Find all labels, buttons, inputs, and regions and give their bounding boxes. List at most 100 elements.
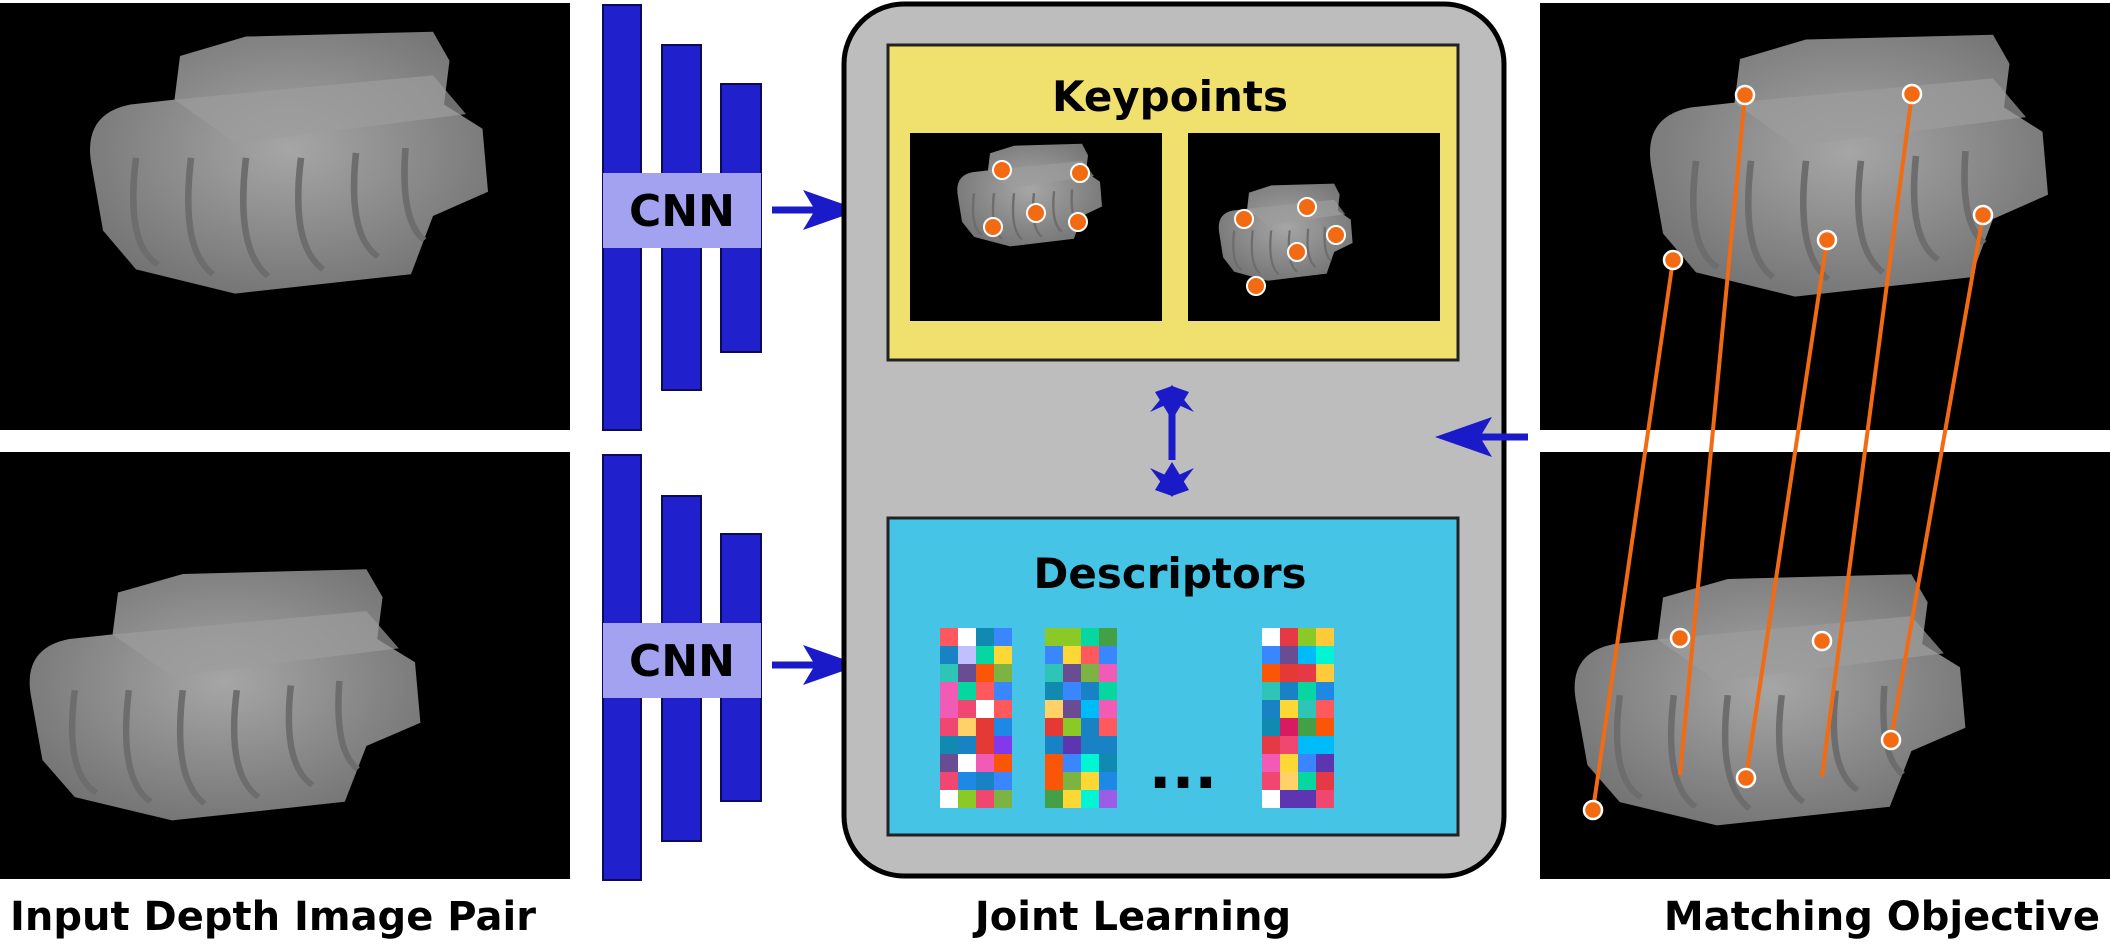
descriptor-cell — [1081, 682, 1099, 700]
descriptor-cell — [958, 664, 976, 682]
descriptor-grid — [1262, 628, 1334, 808]
keypoint-dot — [983, 217, 1003, 237]
keypoint-dot — [1901, 83, 1923, 105]
descriptor-cell — [976, 790, 994, 808]
keypoint-dot — [1669, 627, 1691, 649]
match-line — [1678, 94, 1747, 776]
input-depth-image-bottom — [0, 452, 570, 879]
descriptor-cell — [1262, 646, 1280, 664]
match-lines — [1591, 93, 1985, 811]
descriptor-cell — [1099, 772, 1117, 790]
descriptor-cell — [1045, 664, 1063, 682]
keypoint-dot — [1880, 729, 1902, 751]
descriptor-cell — [1280, 754, 1298, 772]
descriptor-cell — [1262, 664, 1280, 682]
descriptor-cell — [1280, 682, 1298, 700]
match-points — [1582, 83, 1994, 821]
descriptor-cell — [1262, 682, 1280, 700]
descriptor-cell — [958, 700, 976, 718]
keypoint-dot — [1234, 209, 1254, 229]
match-line — [1591, 259, 1675, 811]
keypoint-dot — [1026, 203, 1046, 223]
descriptor-cell — [1099, 754, 1117, 772]
input-depth-image-top — [0, 3, 570, 430]
descriptor-cell — [1262, 700, 1280, 718]
descriptor-cell — [1081, 628, 1099, 646]
descriptor-cell — [994, 700, 1012, 718]
descriptor-cell — [1063, 700, 1081, 718]
keypoint-dot — [1070, 163, 1090, 183]
descriptor-cell — [1063, 664, 1081, 682]
descriptor-cell — [1099, 736, 1117, 754]
descriptor-cell — [1316, 736, 1334, 754]
keypoint-dot — [1662, 249, 1684, 271]
matching-image-bottom — [1540, 452, 2110, 879]
keypoint-dot — [1816, 229, 1838, 251]
keypoint-dot — [1246, 276, 1266, 296]
descriptor-cell — [1045, 718, 1063, 736]
descriptor-cell — [958, 736, 976, 754]
descriptor-cell — [1262, 628, 1280, 646]
descriptor-cell — [1045, 772, 1063, 790]
keypoint-dot — [1326, 225, 1346, 245]
descriptor-cell — [1280, 664, 1298, 682]
descriptor-cell — [1316, 664, 1334, 682]
descriptor-cell — [1063, 682, 1081, 700]
descriptor-cell — [994, 628, 1012, 646]
descriptor-cell — [1316, 628, 1334, 646]
descriptors-box: Descriptors ... — [886, 516, 1460, 837]
descriptor-cell — [1099, 682, 1117, 700]
descriptor-cell — [958, 718, 976, 736]
descriptors-title: Descriptors — [1033, 549, 1306, 598]
match-line — [1820, 93, 1914, 778]
descriptor-cell — [1045, 736, 1063, 754]
descriptor-cell — [940, 682, 958, 700]
descriptor-cell — [958, 628, 976, 646]
descriptor-cell — [994, 772, 1012, 790]
matching-image-top — [1540, 3, 2110, 430]
descriptor-cell — [976, 682, 994, 700]
descriptor-cell — [1099, 718, 1117, 736]
descriptor-cell — [1099, 664, 1117, 682]
descriptor-cell — [1298, 772, 1316, 790]
descriptor-cell — [1298, 736, 1316, 754]
descriptor-cell — [1045, 700, 1063, 718]
cnn-block-bottom: CNN — [602, 454, 762, 881]
descriptor-cell — [940, 700, 958, 718]
descriptor-cell — [1045, 646, 1063, 664]
descriptor-cell — [1099, 790, 1117, 808]
descriptor-cell — [1298, 718, 1316, 736]
descriptor-cell — [976, 700, 994, 718]
keypoints-image-left — [910, 133, 1162, 321]
descriptor-cell — [1081, 700, 1099, 718]
descriptor-cell — [994, 664, 1012, 682]
keypoint-dot — [1582, 799, 1604, 821]
descriptor-cell — [1298, 700, 1316, 718]
descriptor-cell — [958, 646, 976, 664]
descriptor-cell — [940, 772, 958, 790]
descriptor-cell — [994, 646, 1012, 664]
keypoint-dot — [1068, 212, 1088, 232]
descriptor-cell — [1045, 628, 1063, 646]
descriptor-cell — [940, 664, 958, 682]
descriptor-cell — [958, 790, 976, 808]
descriptor-cell — [1280, 628, 1298, 646]
keypoint-dot — [1297, 197, 1317, 217]
descriptor-cell — [1063, 718, 1081, 736]
double-arrow-icon — [1150, 385, 1194, 497]
caption-joint: Joint Learning — [972, 894, 1291, 940]
descriptor-cell — [1262, 736, 1280, 754]
keypoints-box: Keypoints — [886, 43, 1460, 362]
keypoint-dot — [1735, 767, 1757, 789]
descriptor-cell — [1280, 700, 1298, 718]
descriptor-cell — [1045, 682, 1063, 700]
keypoints-image-right — [1188, 133, 1440, 321]
descriptor-cell — [940, 718, 958, 736]
descriptor-cell — [1045, 790, 1063, 808]
descriptor-cell — [994, 718, 1012, 736]
descriptor-cell — [1316, 718, 1334, 736]
descriptor-cell — [976, 772, 994, 790]
descriptor-cell — [1063, 736, 1081, 754]
